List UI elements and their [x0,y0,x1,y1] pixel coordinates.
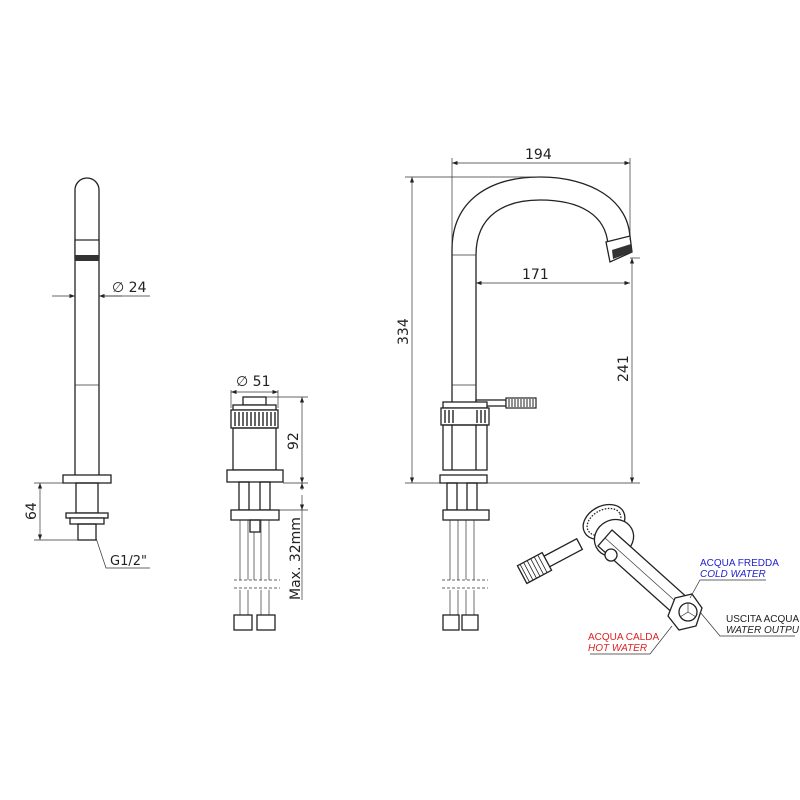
spout-reach-outer-label: 194 [525,147,552,163]
side-view: ∅ 24 64 G1/2" [24,177,150,569]
body-diameter-label: ∅ 51 [236,374,270,390]
thread-label: G1/2" [110,554,147,569]
side-height-label: 64 [24,502,40,520]
hot-water-label-it: ACQUA CALDA [588,632,659,643]
max-thickness-label: Max. 32mm [288,517,304,600]
cold-water-label-it: ACQUA FREDDA [700,558,779,569]
isometric-view: ACQUA FREDDA COLD WATER USCITA ACQUA WAT… [516,503,800,655]
spout-reach-inner-label: 171 [522,267,549,283]
body-height-label: 92 [286,432,302,450]
total-height-label: 334 [396,318,412,345]
water-output-label-en: WATER OUTPUT [726,625,800,636]
side-diameter-label: ∅ 24 [112,280,147,296]
front-view: 194 171 334 241 [396,147,640,631]
body-view: ∅ 51 92 Max. 32mm [226,374,308,631]
spout-height-label: 241 [616,355,632,382]
hot-water-label-en: HOT WATER [588,643,647,654]
water-output-label-it: USCITA ACQUA [726,614,799,625]
cold-water-label-en: COLD WATER [700,569,766,580]
